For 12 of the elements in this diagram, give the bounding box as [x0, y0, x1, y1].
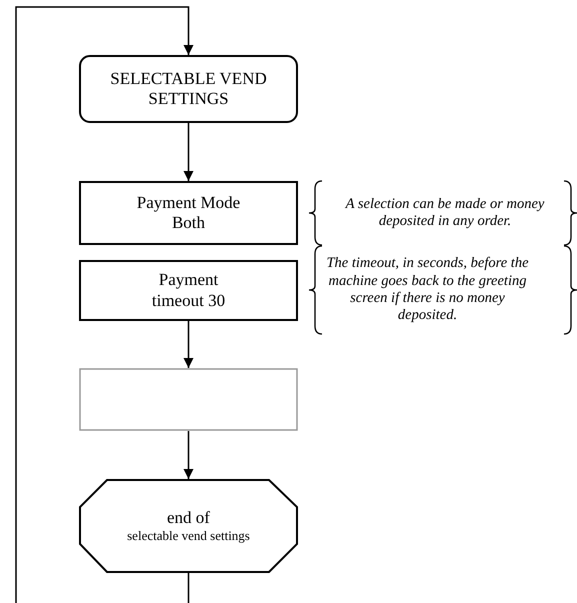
node-label: SELECTABLE VEND SETTINGS [109, 68, 268, 110]
node-label: Payment timeout 30 [150, 270, 226, 311]
arrow [184, 431, 194, 479]
annotation-text: The timeout, in seconds, before the machine goes back to the greeting screen if there is no money deposited. [325, 254, 530, 326]
arrow [184, 123, 194, 181]
node-sublabel: selectable vend settings [127, 528, 250, 544]
annotation-text: A selection can be made or money deposited in any order. [344, 194, 546, 231]
connector-line [188, 573, 190, 603]
arrow [15, 6, 194, 603]
node-label: Payment Mode Both [136, 192, 242, 234]
node-label: end of [167, 508, 210, 528]
arrow [184, 321, 194, 368]
